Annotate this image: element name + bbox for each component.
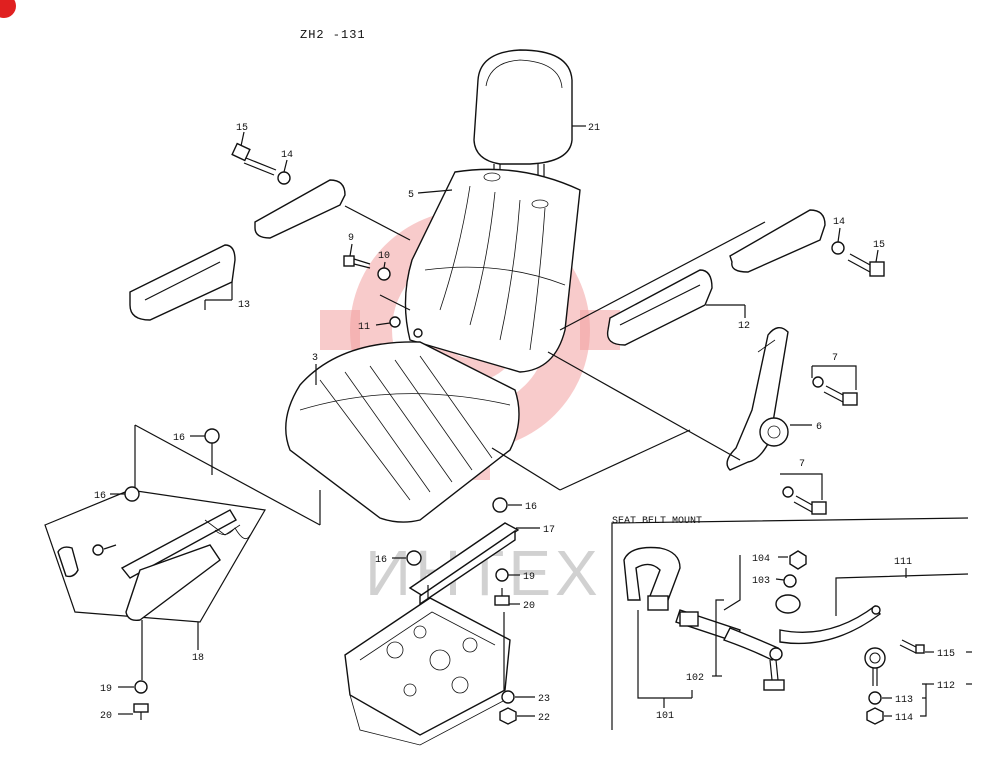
- label-14-left: 14: [281, 150, 293, 161]
- label-7-lower: 7: [799, 459, 805, 470]
- label-16-top: 16: [173, 433, 185, 444]
- washer-7-lower: [782, 486, 794, 498]
- label-104: 104: [752, 554, 770, 565]
- label-23: 23: [538, 694, 550, 705]
- clip-19-left: [134, 680, 148, 694]
- label-13: 13: [238, 300, 250, 311]
- label-16-center: 16: [375, 555, 387, 566]
- label-16-left: 16: [94, 491, 106, 502]
- label-113: 113: [895, 695, 913, 706]
- label-115: 115: [937, 649, 955, 660]
- nut-22: [499, 707, 517, 725]
- clip-19-right: [495, 568, 509, 582]
- washer-16-left: [124, 486, 140, 502]
- recliner-mechanism: [726, 327, 789, 471]
- bolt-20-right: [494, 588, 510, 606]
- seat-belt-mount-section: SEAT BELT MOUNT 104 103 102 101: [611, 516, 972, 730]
- label-7-upper: 7: [832, 353, 838, 364]
- eye-bolt-112: [864, 647, 886, 686]
- label-10: 10: [378, 251, 390, 262]
- seat-back: [404, 168, 581, 373]
- label-16-right: 16: [525, 502, 537, 513]
- bolt-9: [343, 255, 371, 269]
- bolt-15-left: [231, 142, 277, 176]
- label-9: 9: [348, 233, 354, 244]
- label-18: 18: [192, 653, 204, 664]
- label-22: 22: [538, 713, 550, 724]
- label-3: 3: [312, 353, 318, 364]
- right-rail: [408, 522, 520, 606]
- washer-14-left: [277, 171, 291, 185]
- label-19-left: 19: [100, 684, 112, 695]
- washer-103: [783, 574, 797, 588]
- label-102: 102: [686, 673, 704, 684]
- right-armrest: [606, 209, 826, 346]
- nut-114: [866, 707, 884, 725]
- label-20-right: 20: [523, 601, 535, 612]
- bolt-101: [763, 659, 785, 691]
- label-111: 111: [894, 557, 912, 568]
- label-103: 103: [752, 576, 770, 587]
- seat-cushion: [285, 341, 520, 523]
- bolt-7-lower: [793, 495, 827, 515]
- label-5: 5: [408, 190, 414, 201]
- label-21: 21: [588, 123, 600, 134]
- label-19-right: 19: [523, 572, 535, 583]
- label-15-left: 15: [236, 123, 248, 134]
- washer-16-right: [492, 497, 508, 513]
- label-14-right: 14: [833, 217, 845, 228]
- label-6: 6: [816, 422, 822, 433]
- left-armrest: [129, 179, 346, 321]
- label-20-left: 20: [100, 711, 112, 722]
- bolt-115: [899, 639, 925, 654]
- washer-16-center: [406, 550, 422, 566]
- diagram-code: ZH2 -131: [300, 28, 366, 42]
- washer-11b: [413, 328, 423, 338]
- seat-base: [344, 597, 511, 746]
- washer-10: [377, 267, 391, 281]
- label-12: 12: [738, 321, 750, 332]
- bolt-7-upper: [823, 385, 858, 406]
- left-rail-assembly: [44, 424, 321, 623]
- label-17: 17: [543, 525, 555, 536]
- nut-104: [789, 550, 807, 570]
- label-11: 11: [358, 322, 370, 333]
- washer-14-right: [831, 241, 845, 255]
- headrest: [473, 49, 573, 188]
- corner-marker: [0, 0, 16, 18]
- washer-23: [501, 690, 515, 704]
- label-15-right: 15: [873, 240, 885, 251]
- washer-16-top: [204, 428, 220, 444]
- washer-7-upper: [812, 376, 824, 388]
- washer-11: [389, 316, 401, 328]
- label-112: 112: [937, 681, 955, 692]
- label-101: 101: [656, 711, 674, 722]
- washer-113: [868, 691, 882, 705]
- bolt-15-right: [847, 253, 885, 277]
- seat-belt-mount-label: SEAT BELT MOUNT: [612, 516, 702, 527]
- bolt-20-left: [133, 703, 149, 720]
- label-114: 114: [895, 713, 913, 724]
- spacer: [775, 594, 801, 614]
